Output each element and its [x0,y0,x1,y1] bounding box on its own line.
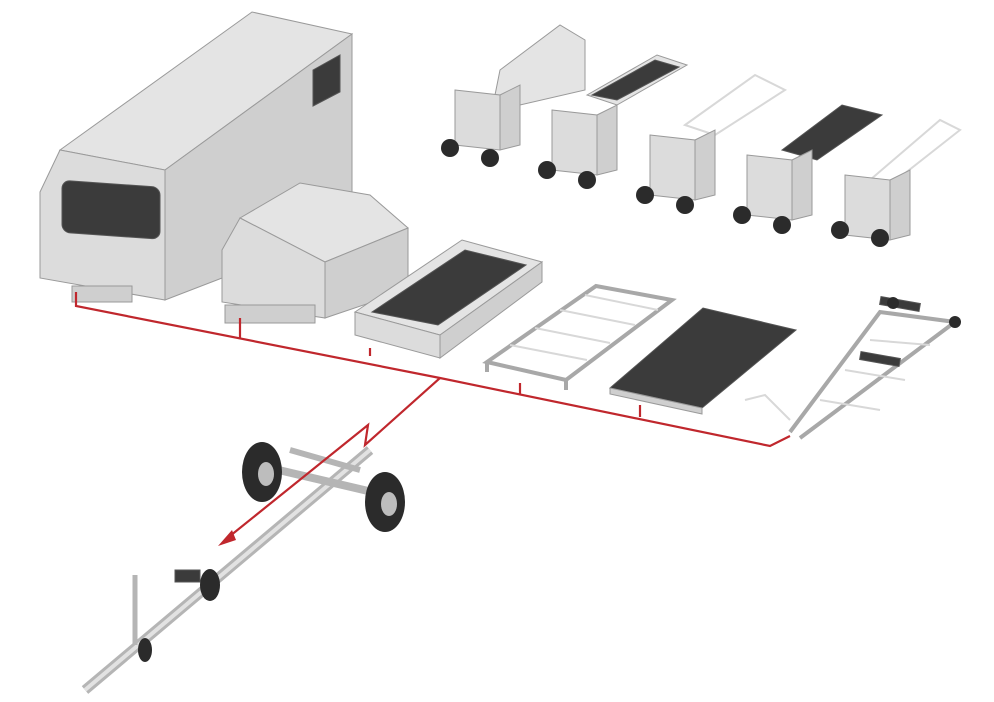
tub-module [353,239,544,359]
module-cart [441,24,586,167]
trailer-chassis [81,442,405,694]
module-cart [636,73,788,214]
canopy-module [221,182,409,324]
boat-cradle-module [744,296,961,440]
ladder-frame-module [482,283,677,390]
flat-deck-module [608,307,798,415]
side-window [312,54,341,107]
module-carts [441,24,962,247]
module-cart [733,104,884,234]
connector-lines [74,292,791,546]
arrowhead [218,530,236,546]
front-window [61,180,161,240]
module-cart [538,54,689,189]
module-cart [831,118,962,247]
